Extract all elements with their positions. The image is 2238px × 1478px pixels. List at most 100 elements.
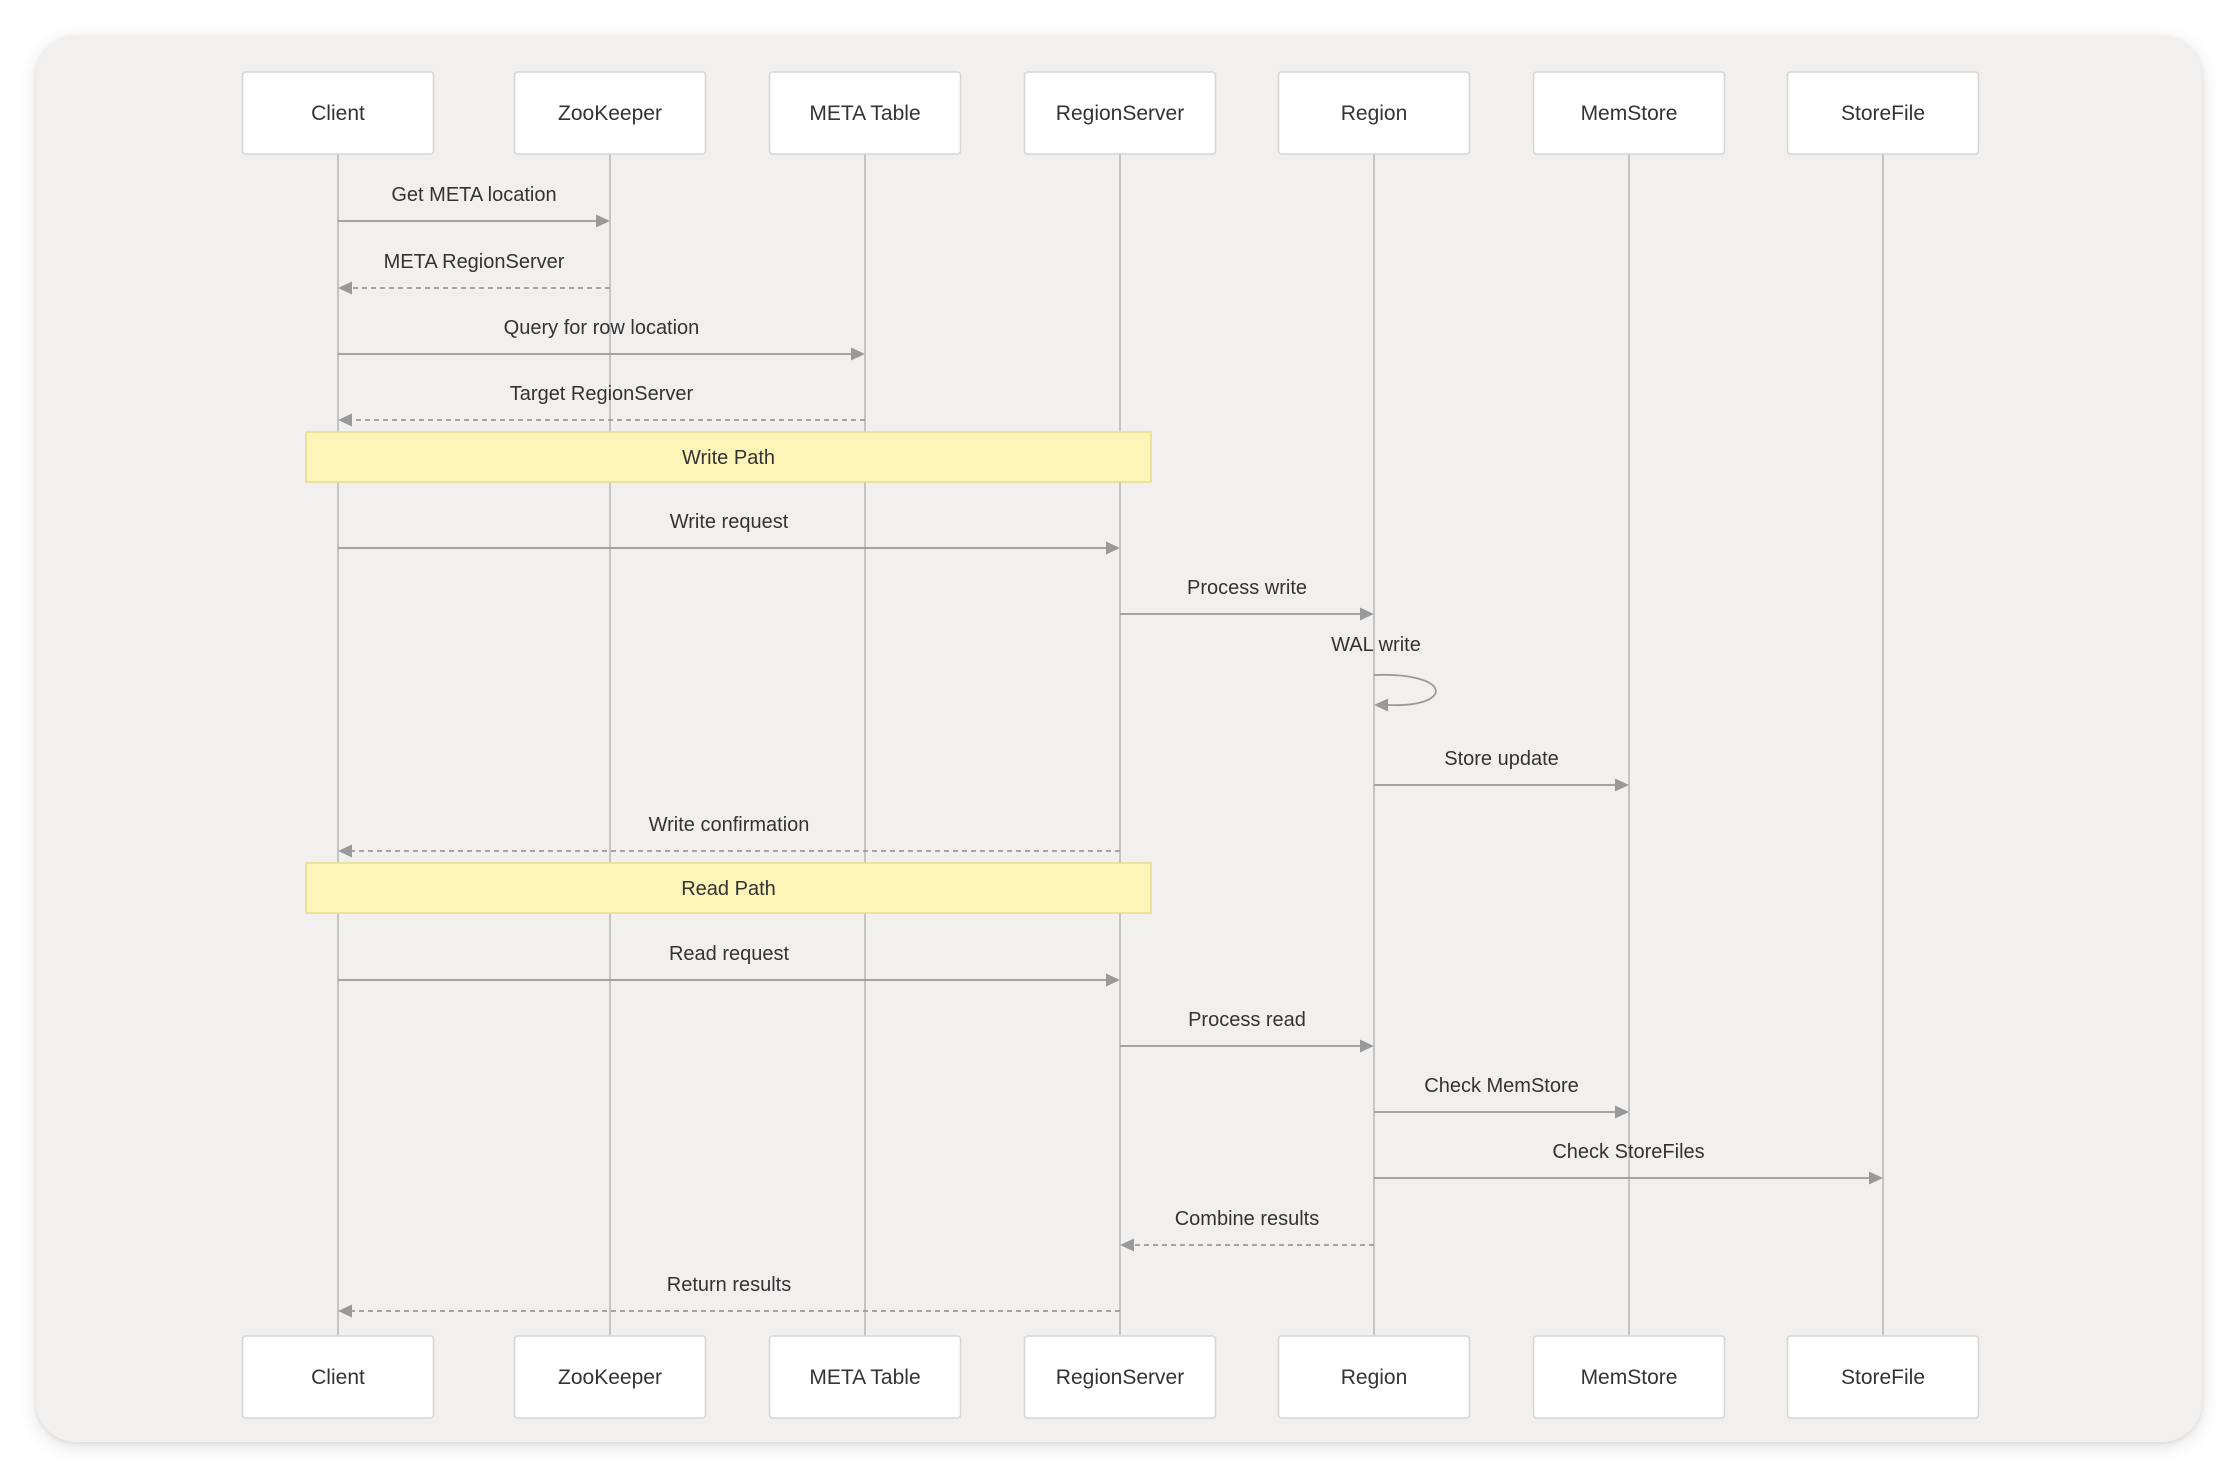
arrowhead — [1360, 607, 1374, 621]
participant-regionserver-bottom: RegionServer — [1023, 1335, 1217, 1419]
message-8: WAL write — [1331, 634, 1437, 712]
participant-box — [1023, 71, 1217, 155]
message-label: META RegionServer — [384, 251, 565, 273]
participant-box — [1532, 71, 1726, 155]
arrowhead — [338, 281, 352, 295]
participant-storefile-top: StoreFile — [1786, 71, 1980, 155]
arrowhead — [596, 214, 610, 228]
message-label: Return results — [667, 1274, 792, 1296]
message-6: Write request — [338, 511, 1120, 555]
arrowhead — [338, 844, 352, 858]
participant-label: Region — [1341, 102, 1408, 125]
participants-top: Client ZooKeeper META Table RegionServer Reg… — [241, 71, 1980, 155]
participant-box — [513, 1335, 707, 1419]
participant-label: Client — [311, 1366, 365, 1389]
message-label: Write request — [670, 511, 789, 533]
self-message-line — [1373, 674, 1437, 706]
message-2: META RegionServer — [338, 251, 610, 295]
participant-box — [513, 71, 707, 155]
message-13: Process read — [1120, 1009, 1374, 1053]
arrowhead — [338, 413, 352, 427]
participant-storefile-bottom: StoreFile — [1786, 1335, 1980, 1419]
participant-box — [1786, 1335, 1980, 1419]
arrowhead — [1106, 973, 1120, 987]
participant-zookeeper-top: ZooKeeper — [513, 71, 707, 155]
participant-label: Client — [311, 102, 365, 125]
message-label: Read request — [669, 943, 790, 965]
participant-label: META Table — [809, 1366, 920, 1389]
participant-box — [1277, 71, 1471, 155]
message-1: Get META location — [338, 184, 610, 228]
lifelines — [337, 154, 1884, 1336]
participant-label: MemStore — [1581, 102, 1678, 125]
participant-box — [768, 71, 962, 155]
arrowhead — [1615, 778, 1629, 792]
message-7: Process write — [1120, 577, 1374, 621]
participant-label: MemStore — [1581, 1366, 1678, 1389]
message-3: Query for row location — [338, 317, 865, 361]
participant-box — [1532, 1335, 1726, 1419]
message-label: Write confirmation — [649, 814, 810, 836]
arrowhead — [338, 1304, 352, 1318]
arrowhead — [1120, 1238, 1134, 1252]
message-16: Combine results — [1120, 1208, 1374, 1252]
participant-client-bottom: Client — [241, 1335, 435, 1419]
message-label: Store update — [1444, 748, 1559, 770]
message-14: Check MemStore — [1374, 1075, 1629, 1119]
participant-label: META Table — [809, 102, 920, 125]
message-label: Get META location — [391, 184, 556, 206]
message-label: Check StoreFiles — [1552, 1141, 1704, 1163]
participant-memstore-top: MemStore — [1532, 71, 1726, 155]
note-write-path: Write Path — [305, 431, 1152, 483]
participant-label: RegionServer — [1056, 102, 1184, 125]
participant-memstore-bottom: MemStore — [1532, 1335, 1726, 1419]
message-label: WAL write — [1331, 634, 1421, 656]
participant-label: Region — [1341, 1366, 1408, 1389]
message-15: Check StoreFiles — [1374, 1141, 1883, 1185]
note-box — [305, 431, 1152, 483]
participant-box — [1023, 1335, 1217, 1419]
participant-label: StoreFile — [1841, 102, 1925, 125]
note-read-path: Read Path — [305, 862, 1152, 914]
message-12: Read request — [338, 943, 1120, 987]
participant-region-bottom: Region — [1277, 1335, 1471, 1419]
message-4: Target RegionServer — [338, 383, 865, 427]
participant-box — [1786, 71, 1980, 155]
arrowhead — [851, 347, 865, 361]
message-9: Store update — [1374, 748, 1629, 792]
arrowhead — [1869, 1171, 1883, 1185]
participant-region-top: Region — [1277, 71, 1471, 155]
participant-zookeeper-bottom: ZooKeeper — [513, 1335, 707, 1419]
message-label: Process write — [1187, 577, 1307, 599]
message-label: Check MemStore — [1424, 1075, 1579, 1097]
message-label: Process read — [1188, 1009, 1306, 1031]
message-17: Return results — [338, 1274, 1120, 1318]
participant-box — [768, 1335, 962, 1419]
arrowhead — [1374, 698, 1388, 712]
participant-label: StoreFile — [1841, 1366, 1925, 1389]
arrowhead — [1615, 1105, 1629, 1119]
participants-bottom: Client ZooKeeper META Table RegionServer Reg… — [241, 1335, 1980, 1419]
participant-label: ZooKeeper — [558, 1366, 662, 1389]
participant-box — [241, 1335, 435, 1419]
arrowhead — [1360, 1039, 1374, 1053]
note-label: Write Path — [682, 447, 775, 469]
participant-label: ZooKeeper — [558, 102, 662, 125]
message-label: Target RegionServer — [510, 383, 694, 405]
message-label: Query for row location — [504, 317, 700, 339]
participant-client-top: Client — [241, 71, 435, 155]
participant-box — [241, 71, 435, 155]
participant-meta-bottom: META Table — [768, 1335, 962, 1419]
message-10: Write confirmation — [338, 814, 1120, 858]
arrowhead — [1106, 541, 1120, 555]
note-label: Read Path — [681, 878, 776, 900]
message-label: Combine results — [1175, 1208, 1320, 1230]
note-box — [305, 862, 1152, 914]
participant-box — [1277, 1335, 1471, 1419]
participant-regionserver-top: RegionServer — [1023, 71, 1217, 155]
participant-meta-top: META Table — [768, 71, 962, 155]
participant-label: RegionServer — [1056, 1366, 1184, 1389]
